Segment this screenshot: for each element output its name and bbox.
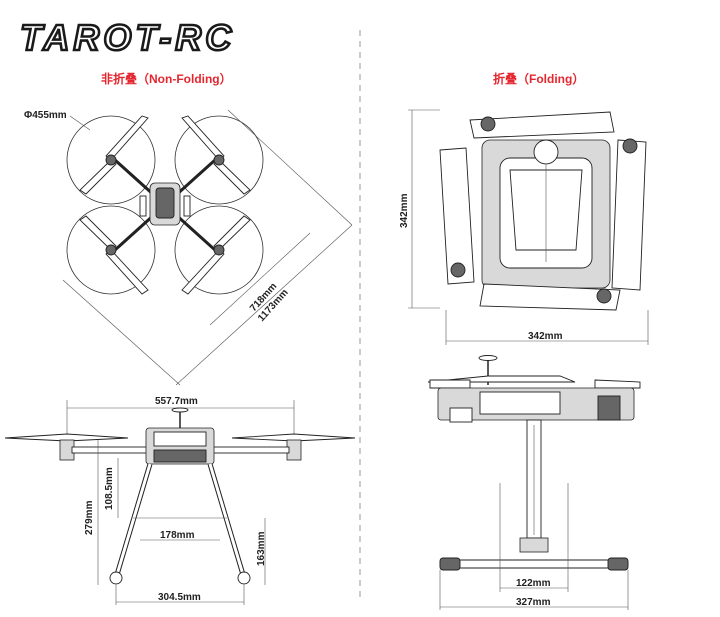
folded-prop-left [439,147,475,285]
prop-disc-front-right [174,115,264,205]
dim-arm-span: 557.7mm [155,396,198,407]
top-view-unfolded: Φ455mm 718mm 1173mm [24,109,353,386]
prop-disc-rear-right [174,205,264,295]
prop-disc-front-left [66,115,156,205]
front-view-unfolded: 557.7mm [4,396,356,605]
dim-gear-span: 304.5mm [158,592,201,603]
brand-logo: TAROT-RC [19,20,235,56]
prop-disc-rear-left [66,205,156,295]
dim-body-height: 108.5mm [104,467,115,510]
dim-side-inner: 122mm [516,578,551,589]
top-view-folded: 342mm 342mm [399,109,649,345]
dim-inner-width: 178mm [160,530,195,541]
dim-gear-height: 163mm [256,531,267,566]
dim-fold-height: 342mm [399,193,410,228]
non-folding-title: 非折叠（Non-Folding） [101,72,232,86]
dim-prop-diameter: Φ455mm [24,110,67,121]
side-skid [439,559,629,569]
dim-total-height: 279mm [84,500,95,535]
folded-prop-bottom [479,283,621,311]
brand-logo-text: TAROT-RC [20,20,235,56]
prop-left [4,433,129,442]
folding-title: 折叠（Folding） [493,72,585,86]
dim-side-total: 327mm [516,597,551,608]
folded-prop-top [469,111,615,139]
prop-right [231,433,356,442]
side-view-folded: 122mm 327mm [427,355,641,610]
folded-prop-right [611,139,647,291]
dim-fold-width: 342mm [528,331,563,342]
